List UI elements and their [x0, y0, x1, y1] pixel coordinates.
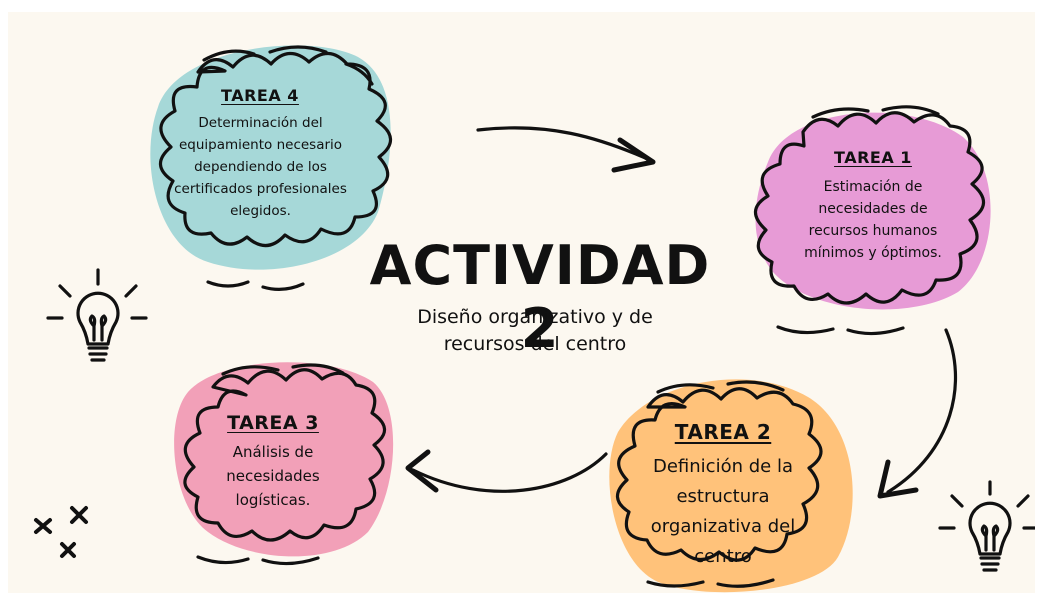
tarea4-title: TAREA 4 — [221, 86, 299, 105]
arrow-tarea1-to-tarea2 — [877, 328, 958, 499]
tarea1-title: TAREA 1 — [834, 148, 912, 167]
tarea1-cloud-outline — [753, 105, 986, 336]
page-title: ACTIVIDAD 2 — [369, 234, 711, 360]
page-subtitle: Diseño organizativo y de recursos del ce… — [417, 306, 653, 355]
tarea3-text: Análisis de necesidades logísticas. — [226, 443, 320, 509]
tarea3-blob — [174, 362, 394, 557]
diagram-decorations — [34, 45, 1035, 593]
lightbulb-icon — [46, 268, 148, 362]
tarea3-title: TAREA 3 — [227, 412, 319, 434]
tarea4-text: Determinación del equipamiento necesario… — [174, 115, 347, 219]
arrow-tarea2-to-tarea3 — [405, 449, 608, 493]
tarea2-cloud-outline — [615, 380, 823, 588]
tarea1-text: Estimación de necesidades de recursos hu… — [804, 179, 942, 261]
tarea1-blob — [755, 112, 991, 310]
lightbulb-icon — [938, 480, 1035, 572]
tarea2-blob — [609, 379, 853, 593]
arrow-tarea4-to-tarea1 — [476, 126, 656, 173]
sparkle-icon — [34, 506, 88, 558]
diagram-canvas: TAREA 4 Determinación del equipamiento n… — [8, 12, 1035, 593]
tarea4-cloud-outline — [158, 45, 393, 291]
tarea4-blob — [150, 45, 391, 270]
tarea2-text: Definición de la estructura organizativa… — [650, 456, 796, 567]
tarea2-title: TAREA 2 — [674, 420, 772, 444]
tarea3-cloud-outline — [183, 363, 387, 566]
